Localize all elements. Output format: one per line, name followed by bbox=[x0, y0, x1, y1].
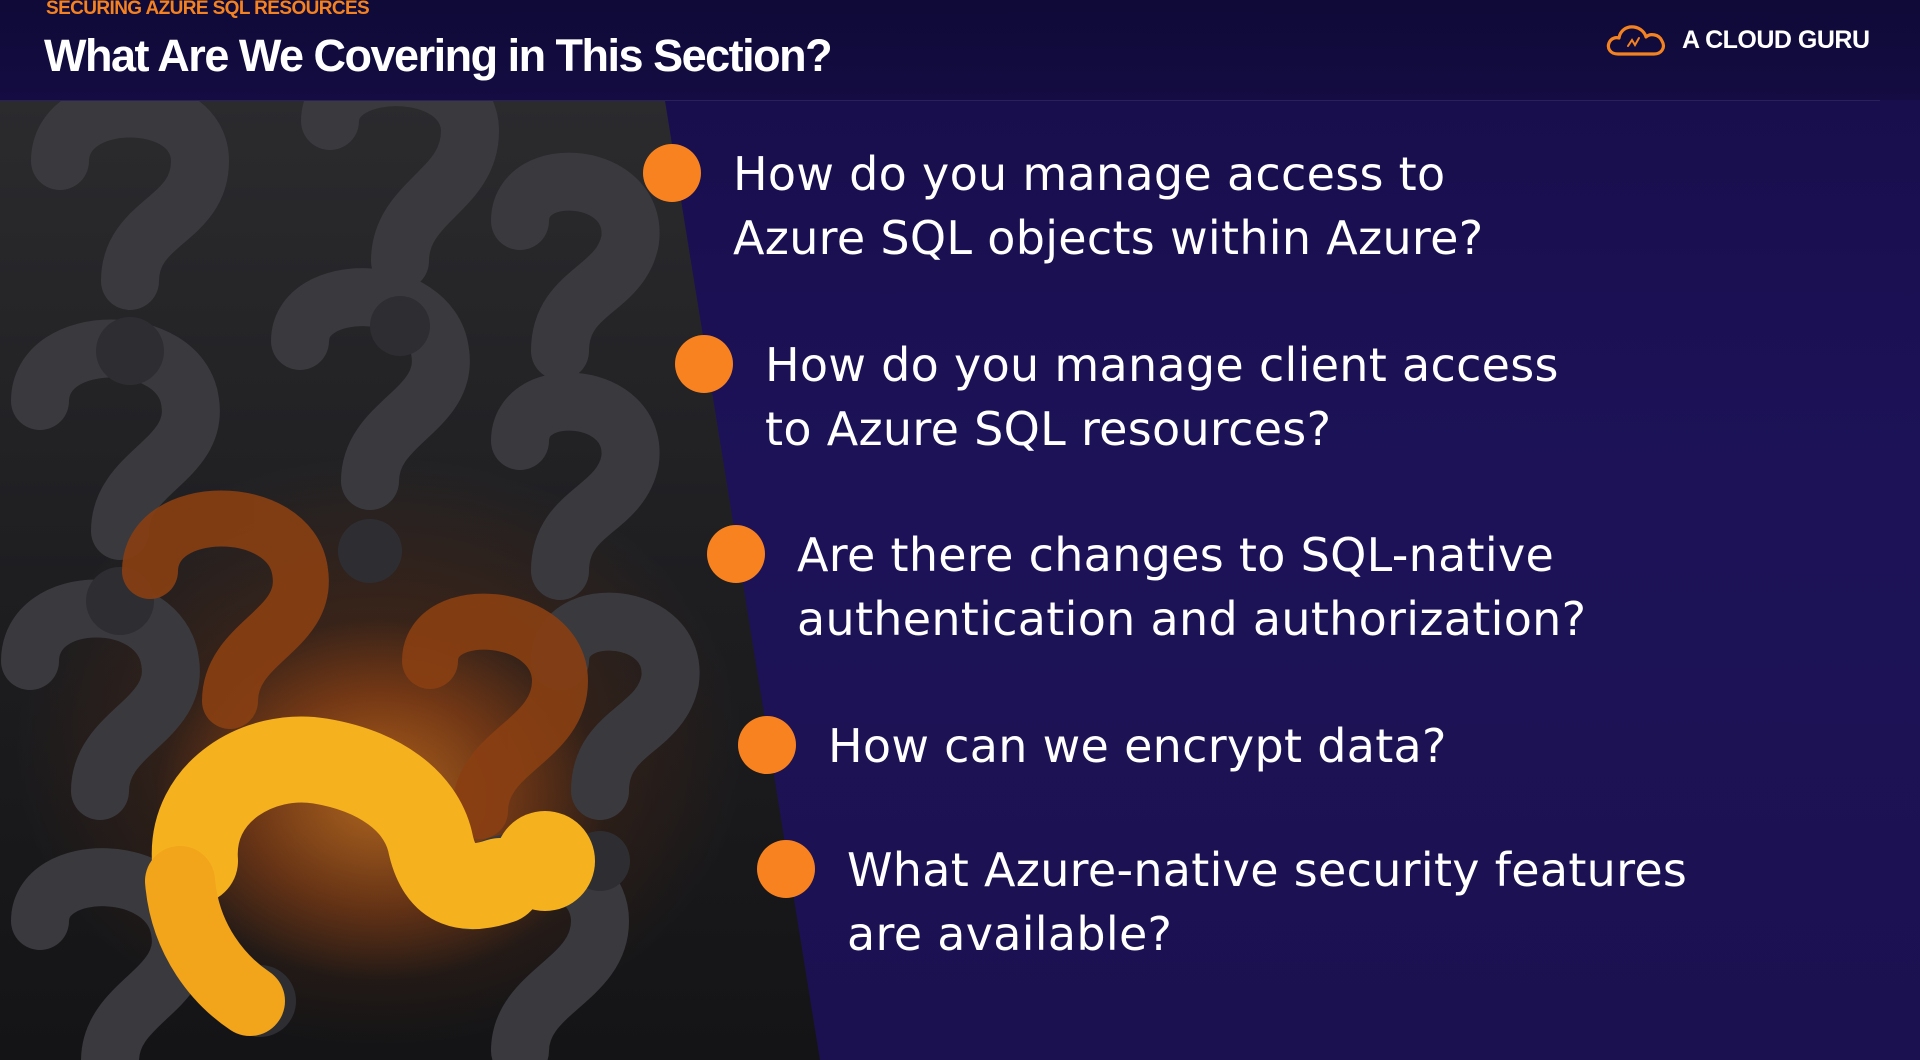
slide-header: SECURING AZURE SQL RESOURCES What Are We… bbox=[0, 0, 1920, 100]
bullet-item-4: How can we encrypt data? bbox=[738, 714, 1447, 778]
brand-logo: A CLOUD GURU bbox=[1604, 18, 1870, 62]
bullet-dot bbox=[643, 144, 701, 202]
section-label: SECURING AZURE SQL RESOURCES bbox=[46, 0, 370, 19]
bullet-text: How do you manage access to Azure SQL ob… bbox=[733, 147, 1484, 265]
question-marks-image bbox=[0, 101, 820, 1060]
bullet-dot bbox=[757, 840, 815, 898]
bullet-dot bbox=[738, 716, 796, 774]
bullet-item-3: Are there changes to SQL-native authenti… bbox=[707, 523, 1586, 651]
bullet-text: Are there changes to SQL-native authenti… bbox=[797, 528, 1587, 646]
bullet-text: How do you manage client access to Azure… bbox=[765, 338, 1559, 456]
bullet-dot bbox=[707, 525, 765, 583]
slide-title: What Are We Covering in This Section? bbox=[44, 30, 833, 81]
bullet-text: What Azure-native security features are … bbox=[847, 843, 1688, 961]
bullet-item-2: How do you manage client access to Azure… bbox=[675, 333, 1559, 461]
bullet-item-5: What Azure-native security features are … bbox=[757, 838, 1687, 966]
brand-name: A CLOUD GURU bbox=[1682, 25, 1870, 54]
question-marks-illustration bbox=[1, 101, 700, 1060]
cloud-icon bbox=[1606, 25, 1666, 56]
bullet-text: How can we encrypt data? bbox=[828, 719, 1447, 773]
header-divider bbox=[0, 100, 1880, 101]
bullet-item-1: How do you manage access to Azure SQL ob… bbox=[643, 142, 1483, 270]
bullet-dot bbox=[675, 335, 733, 393]
